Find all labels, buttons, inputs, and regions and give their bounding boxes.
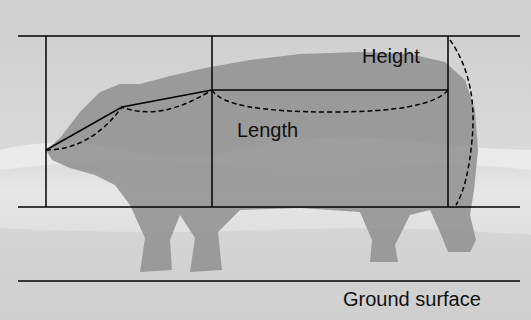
bear-silhouette: [46, 52, 478, 272]
length-contour: [212, 90, 448, 112]
head-contour: [46, 90, 212, 150]
height-contour: [450, 40, 473, 205]
height-label: Height: [362, 44, 420, 68]
vertical-guide: [211, 36, 213, 207]
bottom-guide-line: [18, 206, 520, 208]
vertical-guide: [45, 36, 47, 207]
vertical-guide: [447, 36, 449, 207]
top-guide-line: [18, 35, 520, 37]
length-line: [212, 89, 448, 91]
ground-label: Ground surface: [343, 287, 481, 311]
ground-line: [18, 280, 520, 282]
length-label: Length: [237, 118, 298, 142]
head-line: [46, 90, 212, 150]
